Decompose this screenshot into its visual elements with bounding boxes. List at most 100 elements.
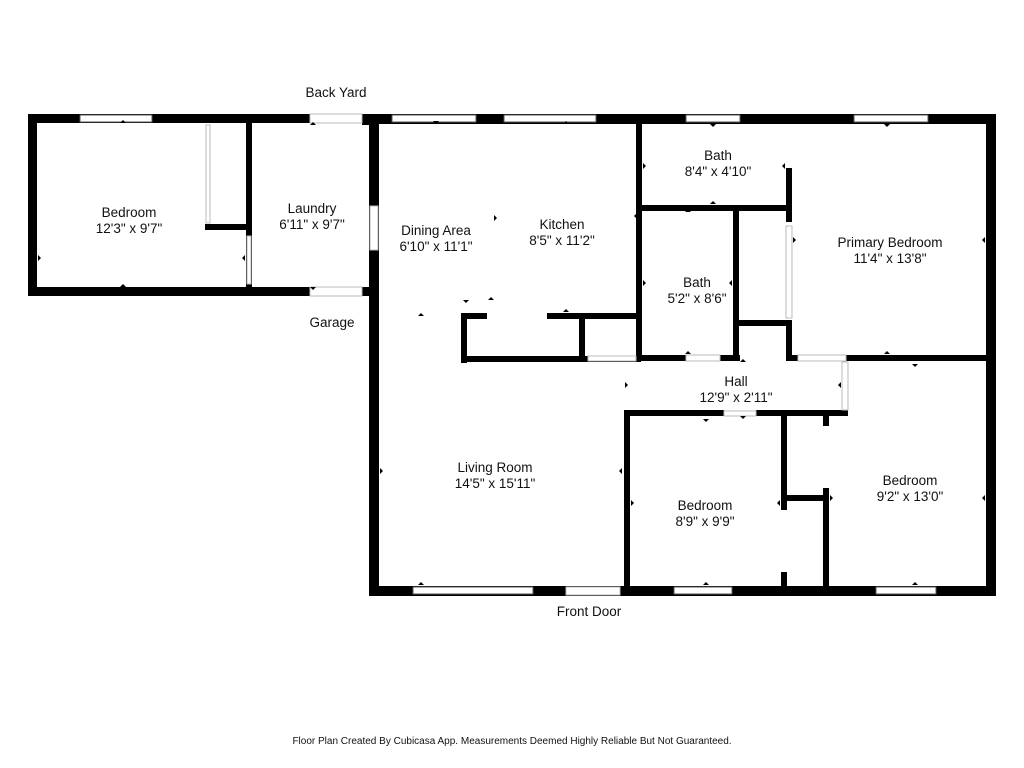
tick xyxy=(703,582,709,585)
tick xyxy=(463,300,469,303)
tick xyxy=(38,255,41,261)
window xyxy=(875,586,937,595)
wall xyxy=(205,224,251,230)
room-label-kitchen: Kitchen 8'5" x 11'2" xyxy=(529,217,595,249)
room-name: Bedroom xyxy=(677,498,733,513)
tick xyxy=(703,419,709,422)
tick xyxy=(242,255,245,261)
tick xyxy=(563,309,569,312)
room-name: Bath xyxy=(704,148,732,163)
wall xyxy=(624,410,630,590)
tick xyxy=(433,121,439,124)
tick xyxy=(488,297,494,300)
wall xyxy=(636,120,642,360)
window xyxy=(503,114,597,123)
tick xyxy=(830,495,833,501)
tick xyxy=(793,237,796,243)
wall xyxy=(362,287,372,296)
wall xyxy=(736,320,790,326)
room-label-hall: Hall 12'9" x 2'11" xyxy=(699,374,772,406)
door-opening xyxy=(685,354,721,362)
window xyxy=(853,114,929,123)
tick xyxy=(634,213,637,219)
wall xyxy=(720,355,740,361)
window xyxy=(412,586,534,595)
wall xyxy=(781,572,787,590)
window xyxy=(391,114,477,123)
room-label-bedroom-mid: Bedroom 8'9" x 9'9" xyxy=(675,498,734,530)
tick xyxy=(120,120,126,123)
room-name: Laundry xyxy=(287,201,337,216)
tick xyxy=(643,280,646,286)
room-label-bedroom-right: Bedroom 9'2" x 13'0" xyxy=(877,473,944,505)
room-size: 9'2" x 13'0" xyxy=(876,489,944,504)
room-label-bedroom-left: Bedroom 12'3" x 9'7" xyxy=(96,205,163,237)
footer-disclaimer: Floor Plan Created By Cubicasa App. Meas… xyxy=(292,736,732,747)
wall xyxy=(823,488,829,590)
tick xyxy=(631,500,634,506)
room-size: 11'4" x 13'8" xyxy=(853,251,927,266)
door-opening xyxy=(309,286,363,297)
wall xyxy=(636,205,790,211)
room-label-primary-bedroom: Primary Bedroom 11'4" x 13'8" xyxy=(837,235,942,267)
tick xyxy=(685,209,691,212)
room-name: Dining Area xyxy=(401,223,471,238)
tick xyxy=(418,313,424,316)
wall xyxy=(28,114,37,296)
room-name: Kitchen xyxy=(539,217,585,232)
room-size: 8'5" x 11'2" xyxy=(529,233,595,248)
room-size: 6'10" x 11'1" xyxy=(399,239,473,254)
window xyxy=(79,114,153,123)
garage-label: Garage xyxy=(309,315,355,330)
room-name: Living Room xyxy=(457,460,533,475)
wall xyxy=(461,313,467,363)
tick xyxy=(310,122,316,125)
tick xyxy=(625,382,628,388)
room-name: Bedroom xyxy=(882,473,938,488)
room-label-bath-mid: Bath 5'2" x 8'6" xyxy=(667,275,726,307)
tick xyxy=(884,124,890,127)
wall xyxy=(28,114,310,123)
tick xyxy=(912,582,918,585)
wall xyxy=(547,313,641,319)
window xyxy=(685,114,741,123)
wall xyxy=(624,410,724,416)
door-opening xyxy=(587,355,637,362)
room-size: 14'5" x 15'11" xyxy=(454,476,536,491)
door-opening xyxy=(785,225,793,319)
tick xyxy=(643,163,646,169)
window xyxy=(673,586,733,595)
tick xyxy=(740,416,746,419)
tick xyxy=(982,237,985,243)
room-size: 12'9" x 2'11" xyxy=(699,390,773,405)
tick xyxy=(912,364,918,367)
tick xyxy=(729,280,732,286)
room-size: 8'4" x 4'10" xyxy=(684,164,752,179)
door-opening xyxy=(309,113,363,124)
wall xyxy=(781,495,829,501)
wall xyxy=(823,410,829,426)
room-label-laundry: Laundry 6'11" x 9'7" xyxy=(279,201,345,233)
tick xyxy=(884,351,890,354)
wall xyxy=(786,355,798,361)
tick xyxy=(310,287,316,290)
wall xyxy=(986,114,996,596)
door-opening xyxy=(565,586,621,596)
tick xyxy=(120,284,126,287)
room-size: 8'9" x 9'9" xyxy=(675,514,735,529)
door-opening xyxy=(723,410,757,417)
room-name: Bath xyxy=(683,275,711,290)
door-opening xyxy=(841,361,849,411)
tick xyxy=(782,163,785,169)
door-opening xyxy=(797,354,847,362)
walls xyxy=(28,114,996,596)
wall xyxy=(781,413,787,510)
door-opening xyxy=(246,235,252,285)
wall xyxy=(28,287,310,296)
wall xyxy=(461,313,487,319)
tick xyxy=(418,582,424,585)
tick xyxy=(494,215,497,221)
wall xyxy=(756,410,848,416)
dimension-ticks xyxy=(38,120,985,585)
